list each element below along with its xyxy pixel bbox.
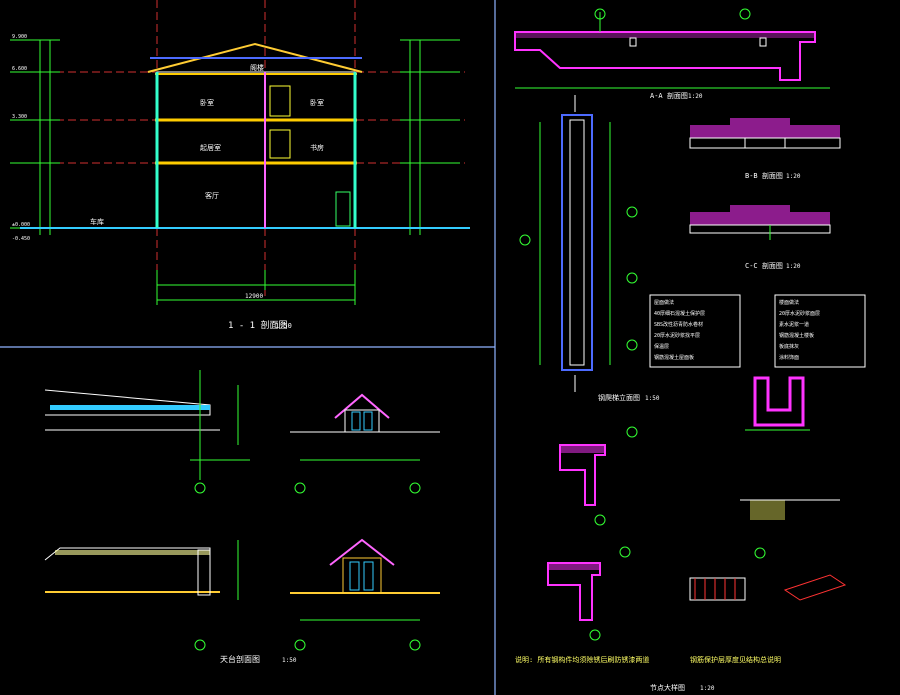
legend-right-2: 素水泥浆一道 [779,321,809,328]
legend-left-4: 保温层 [654,343,669,350]
node-details [547,426,847,641]
elev-label-2: 6.600 [12,66,27,72]
detail-b-scale: 1:20 [786,173,801,180]
legend-right-4: 板底抹灰 [779,343,799,350]
gutter-detail [745,376,810,431]
dimension-total: 12900 [245,293,263,300]
legend-right-1: 20厚水泥砂浆面层 [779,310,820,317]
ladder-elevation [519,95,638,392]
panel-dividers [0,0,496,695]
legend-tables [649,294,866,368]
eave-title: 天台剖面图 [220,654,260,664]
room-label-bedroom-1: 卧室 [200,98,214,107]
elev-label-1: 9.900 [12,34,27,40]
bottom-scale: 1:20 [700,685,715,692]
ladder-scale: 1:50 [645,395,660,402]
detail-a-scale: 1:20 [688,93,703,100]
ladder-title: 钢爬梯立面图 [598,393,640,402]
legend-right-5: 涂料饰面 [779,354,799,361]
detail-c-scale: 1:20 [786,263,801,270]
note-line-1: 说明: 所有钢构件均须除锈后刷防锈漆两道 [515,655,649,664]
eave-details [44,370,440,651]
legend-left-3: 20厚水泥砂浆找平层 [654,332,700,339]
room-label-garage: 车库 [90,217,104,226]
detail-a-title: A-A 剖面图 [650,91,688,100]
legend-right-0: 楼面做法 [779,299,799,306]
legend-left-2: SBS改性沥青防水卷材 [654,321,703,328]
legend-left-1: 40厚细石混凝土保护层 [654,310,705,317]
details-bc [689,118,841,240]
room-label-hall: 客厅 [205,191,219,200]
room-label-bedroom-2: 卧室 [310,98,324,107]
legend-left-0: 屋面做法 [654,299,674,306]
note-line-2: 钢筋保护层厚度见结构总说明 [690,655,781,664]
bottom-title: 节点大样图 [650,683,685,692]
detail-b-title: B-B 剖面图 [745,171,783,180]
eave-scale: 1:50 [282,657,297,664]
legend-right-3: 钢筋混凝土楼板 [779,332,814,339]
room-label-attic: 阁楼 [250,63,264,72]
section-title: 1 - 1 剖面图 [228,319,288,331]
room-label-study: 书房 [310,143,324,152]
legend-left-5: 钢筋混凝土屋面板 [654,354,694,361]
elev-label-4: ±0.000 [12,222,30,228]
section-1-1 [10,0,470,305]
elev-label-5: -0.450 [12,236,30,242]
elev-label-3: 3.300 [12,114,27,120]
detail-c-title: C-C 剖面图 [745,261,783,270]
section-scale: 1:50 [275,322,292,330]
parapet-section [514,8,830,89]
room-label-living: 起居室 [200,143,221,152]
